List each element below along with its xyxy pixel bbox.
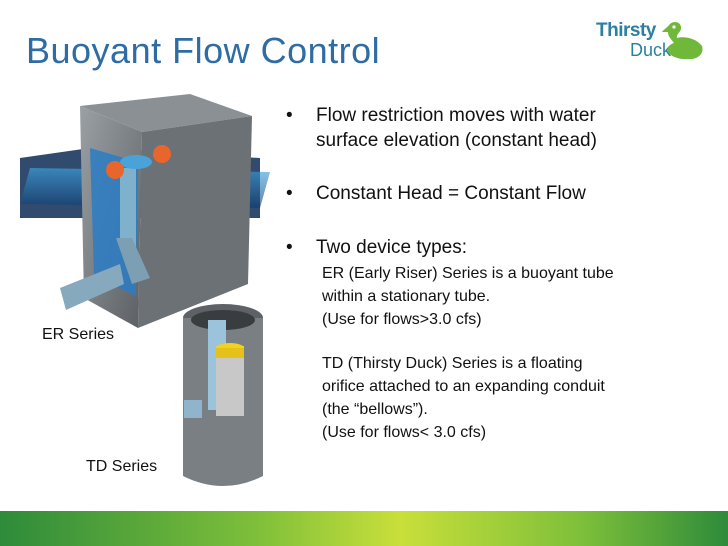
footer-gradient-band bbox=[0, 511, 728, 546]
detail-line: orifice attached to an expanding conduit bbox=[322, 378, 605, 395]
bullet-line: Flow restriction moves with water bbox=[316, 105, 596, 126]
bullet-line: Two device types: bbox=[316, 237, 468, 258]
detail-line: TD (Thirsty Duck) Series is a floating bbox=[322, 355, 583, 372]
bullet-symbol: • bbox=[286, 237, 293, 258]
bullet-line: Constant Head = Constant Flow bbox=[316, 183, 586, 204]
detail-line: (Use for flows>3.0 cfs) bbox=[322, 311, 482, 328]
logo-text-thirsty: Thirsty bbox=[596, 20, 656, 41]
caption-er-series: ER Series bbox=[42, 326, 115, 343]
detail-line: (the “bellows”). bbox=[322, 401, 428, 418]
er-series-illustration bbox=[20, 94, 270, 328]
bullet-symbol: • bbox=[286, 105, 293, 126]
logo-text-duck: Duck bbox=[630, 40, 672, 60]
detail-line: (Use for flows< 3.0 cfs) bbox=[322, 424, 487, 441]
caption-td-series: TD Series bbox=[86, 458, 158, 475]
thirsty-duck-logo: Thirsty Duck bbox=[594, 18, 706, 68]
td-series-illustration bbox=[183, 304, 263, 486]
slide-title: Buoyant Flow Control bbox=[26, 30, 381, 71]
bullet-symbol: • bbox=[286, 183, 293, 204]
detail-line: ER (Early Riser) Series is a buoyant tub… bbox=[322, 265, 614, 282]
detail-line: within a stationary tube. bbox=[322, 288, 491, 305]
duck-icon bbox=[662, 21, 703, 60]
bullet-line: surface elevation (constant head) bbox=[316, 130, 597, 151]
